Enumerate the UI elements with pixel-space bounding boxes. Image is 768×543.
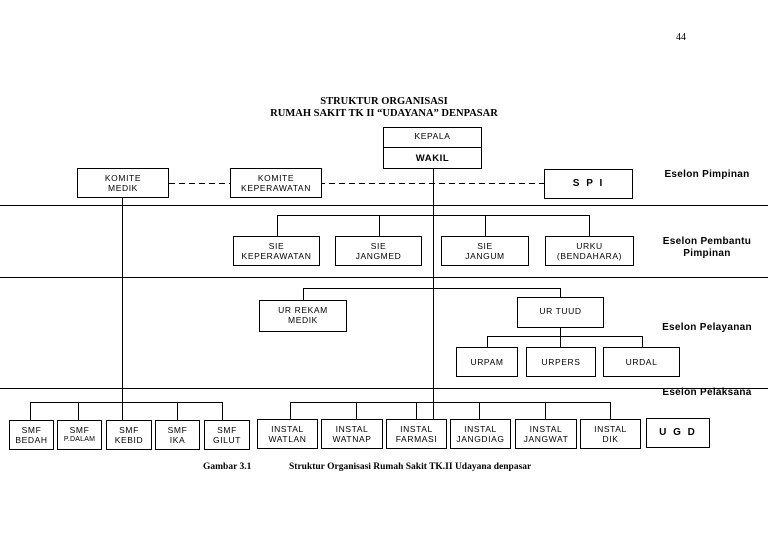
ur-tuud-label: UR TUUD — [539, 306, 582, 316]
smf-kebid-line1: SMF — [119, 425, 139, 435]
komite-keperawatan-box: KOMITE KEPERAWATAN — [230, 168, 322, 198]
sie-keperawatan-line1: SIE — [268, 241, 285, 251]
smf-bedah-box: SMF BEDAH — [9, 420, 54, 450]
ugd-box: U G D — [646, 418, 710, 448]
urpers-label: URPERS — [541, 357, 581, 367]
instal-dik-line1: INSTAL — [594, 424, 627, 434]
page-number: 44 — [676, 32, 686, 43]
eselon-pembantu-label-line1: Eselon Pembantu — [662, 236, 752, 247]
urpers-box: URPERS — [526, 347, 596, 377]
ur-rekam-medik-line2: MEDIK — [288, 315, 318, 325]
caption-label: Gambar 3.1 — [203, 462, 252, 472]
instal-watlan-line1: INSTAL — [271, 424, 304, 434]
instal-watlan-box: INSTAL WATLAN — [257, 419, 318, 449]
instal-jangwat-line1: INSTAL — [529, 424, 563, 434]
instal-watlan-line2: WATLAN — [268, 434, 307, 444]
ugd-label: U G D — [659, 427, 697, 438]
urdal-box: URDAL — [603, 347, 680, 377]
eselon-pelaksana-label: Eselon Pelaksana — [662, 387, 752, 398]
sie-jangum-line2: JANGUM — [465, 251, 505, 261]
kepala-wakil-box: KEPALA WAKIL — [383, 127, 482, 169]
instal-farmasi-line2: FARMASI — [395, 434, 438, 444]
smf-pdalam-line2: P.DALAM — [63, 436, 96, 443]
smf-bedah-line2: BEDAH — [15, 435, 48, 445]
komite-medik-line2: MEDIK — [108, 183, 138, 193]
komite-keperawatan-line1: KOMITE — [257, 173, 295, 183]
urku-box: URKU (BENDAHARA) — [545, 236, 634, 266]
instal-jangdiag-line1: INSTAL — [464, 424, 497, 434]
ur-rekam-medik-box: UR REKAM MEDIK — [259, 300, 347, 332]
eselon-pembantu-label-line2: Pimpinan — [683, 248, 731, 259]
urpam-box: URPAM — [456, 347, 518, 377]
urku-line2: (BENDAHARA) — [556, 251, 623, 261]
smf-ika-line1: SMF — [167, 425, 188, 435]
urpam-label: URPAM — [470, 357, 504, 367]
smf-bedah-line1: SMF — [21, 425, 42, 435]
ur-tuud-box: UR TUUD — [517, 297, 604, 328]
instal-dik-line2: DIK — [602, 434, 619, 444]
spi-label: S P I — [572, 178, 605, 189]
instal-jangdiag-box: INSTAL JANGDIAG — [450, 419, 511, 449]
instal-watnap-line2: WATNAP — [332, 434, 372, 444]
instal-farmasi-box: INSTAL FARMASI — [386, 419, 447, 449]
wakil-label: WAKIL — [415, 153, 450, 164]
sie-jangum-box: SIE JANGUM — [441, 236, 529, 266]
instal-watnap-line1: INSTAL — [335, 424, 369, 434]
smf-pdalam-line1: SMF — [69, 425, 90, 435]
smf-gilut-line1: SMF — [217, 425, 237, 435]
spi-box: S P I — [544, 169, 633, 199]
smf-kebid-line2: KEBID — [114, 435, 144, 445]
chart-title-line1: STRUKTUR ORGANISASI — [320, 96, 448, 107]
instal-farmasi-line1: INSTAL — [400, 424, 433, 434]
smf-gilut-box: SMF GILUT — [204, 420, 250, 450]
eselon-pimpinan-label: Eselon Pimpinan — [664, 169, 750, 180]
smf-gilut-line2: GILUT — [212, 435, 242, 445]
sie-jangmed-box: SIE JANGMED — [335, 236, 422, 266]
eselon-pelayanan-label: Eselon Pelayanan — [662, 322, 752, 333]
kepala-divider — [384, 147, 481, 148]
instal-jangwat-box: INSTAL JANGWAT — [515, 419, 577, 449]
urku-line1: URKU — [576, 241, 603, 251]
sie-keperawatan-line2: KEPERAWATAN — [241, 251, 312, 261]
instal-jangdiag-line2: JANGDIAG — [456, 434, 505, 444]
komite-medik-box: KOMITE MEDIK — [77, 168, 169, 198]
instal-watnap-box: INSTAL WATNAP — [321, 419, 383, 449]
ur-rekam-medik-line1: UR REKAM — [278, 305, 328, 315]
sie-keperawatan-box: SIE KEPERAWATAN — [233, 236, 320, 266]
smf-kebid-box: SMF KEBID — [106, 420, 152, 450]
chart-title-line2: RUMAH SAKIT TK II “UDAYANA” DENPASAR — [270, 108, 498, 119]
instal-jangwat-line2: JANGWAT — [523, 434, 569, 444]
caption-text: Struktur Organisasi Rumah Sakit TK.II Ud… — [289, 462, 532, 472]
kepala-label: KEPALA — [414, 131, 451, 141]
urdal-label: URDAL — [625, 357, 658, 367]
sie-jangmed-line1: SIE — [370, 241, 387, 251]
sie-jangmed-line2: JANGMED — [355, 251, 402, 261]
sie-jangum-line1: SIE — [477, 241, 493, 251]
smf-pdalam-box: SMF P.DALAM — [57, 420, 102, 450]
instal-dik-box: INSTAL DIK — [580, 419, 641, 449]
smf-ika-box: SMF IKA — [155, 420, 200, 450]
smf-ika-line2: IKA — [169, 435, 186, 445]
komite-keperawatan-line2: KEPERAWATAN — [241, 183, 311, 193]
komite-medik-line1: KOMITE — [104, 173, 142, 183]
